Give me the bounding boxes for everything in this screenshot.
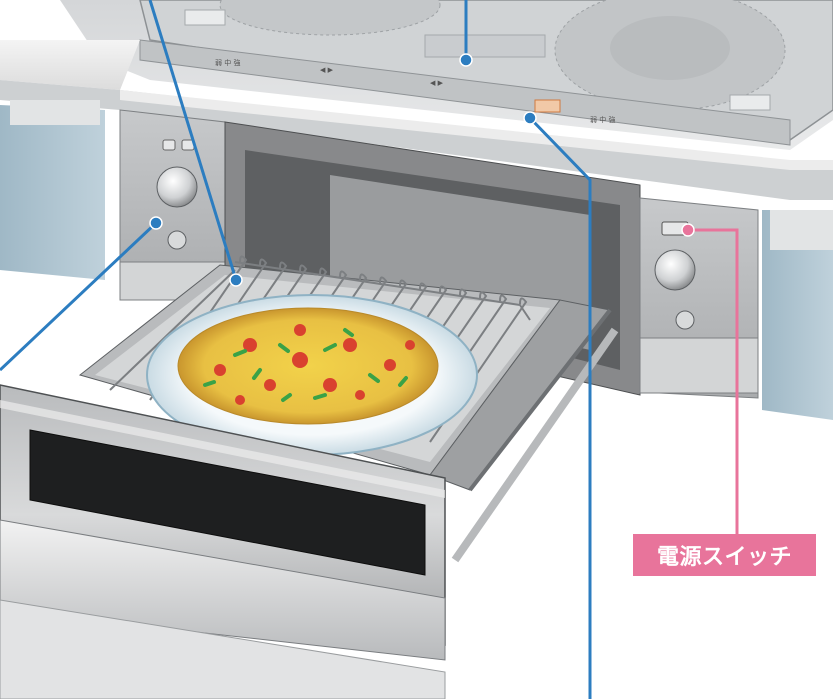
leader-dot-rack [230,274,242,286]
power-switch-label: 電源スイッチ [633,534,816,576]
svg-text:弱 中 強: 弱 中 強 [215,58,240,67]
svg-text:弱 中 強: 弱 中 強 [590,115,615,124]
leader-dot-control [524,112,536,124]
left-knob[interactable] [157,167,197,207]
leader-dot-knob [150,217,162,229]
svg-text:◀ ▶: ◀ ▶ [320,66,334,74]
leader-dot-power-switch [682,224,694,236]
left-control-panel [120,110,225,300]
leader-dot-display [460,54,472,66]
right-control-panel [640,198,758,398]
center-display [425,35,545,57]
right-knob[interactable] [655,250,695,290]
svg-text:◀ ▶: ◀ ▶ [430,79,444,87]
